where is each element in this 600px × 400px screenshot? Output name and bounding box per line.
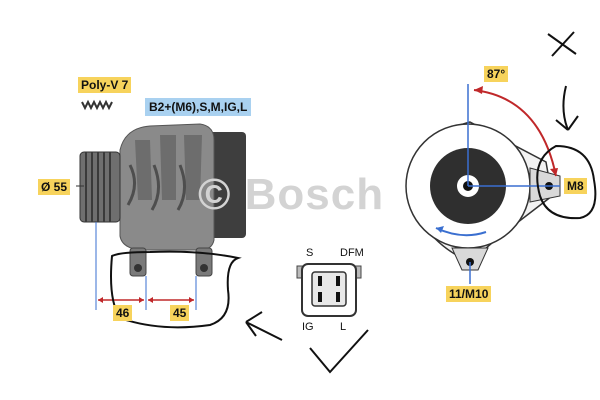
bosch-watermark: © Bosch (198, 170, 385, 219)
hand-drawn-check-mark (309, 329, 369, 374)
hand-drawn-arrow-left (245, 311, 283, 341)
angle-label: 87° (484, 66, 509, 82)
mounting-foot-right (195, 247, 213, 277)
housing-ridges (126, 164, 186, 211)
hand-drawn-circle-m8 (536, 144, 597, 220)
cooling-fin (135, 140, 152, 200)
rotation-arrowhead (436, 226, 444, 233)
angle-arc (473, 89, 557, 177)
pin-l-label: L (340, 321, 347, 333)
cooling-fin (184, 135, 202, 200)
pin-ig-label: IG (302, 321, 314, 333)
pin (318, 276, 322, 286)
pulley-grooves (85, 152, 111, 222)
pin (336, 292, 340, 302)
foot-hole (134, 264, 142, 272)
connector-plug (296, 263, 362, 317)
pin-dfm-label: DFM (340, 247, 364, 259)
pin (336, 276, 340, 286)
terminal-label: B2+(M6),S,M,IG,L (145, 98, 252, 116)
belt-type-label: Poly-V 7 (78, 77, 132, 93)
hand-drawn-x-mark (547, 31, 577, 57)
dimension-lines (95, 222, 197, 310)
m10-label: 11/M10 (446, 286, 492, 302)
dimension-46-label: 46 (113, 305, 133, 321)
foot-hole (200, 264, 208, 272)
dimension-45-label: 45 (170, 305, 190, 321)
alternator-side-view (79, 123, 246, 277)
pin-s-label: S (306, 247, 314, 259)
pin (318, 292, 322, 302)
connector-socket (311, 271, 347, 307)
mounting-foot-left (129, 247, 147, 277)
pulley-diameter-label: Ø 55 (38, 179, 71, 195)
cooling-fin (160, 135, 176, 200)
poly-v-belt-icon (81, 99, 113, 111)
m8-label: M8 (564, 178, 587, 194)
hand-drawn-arrow-down (555, 85, 579, 131)
